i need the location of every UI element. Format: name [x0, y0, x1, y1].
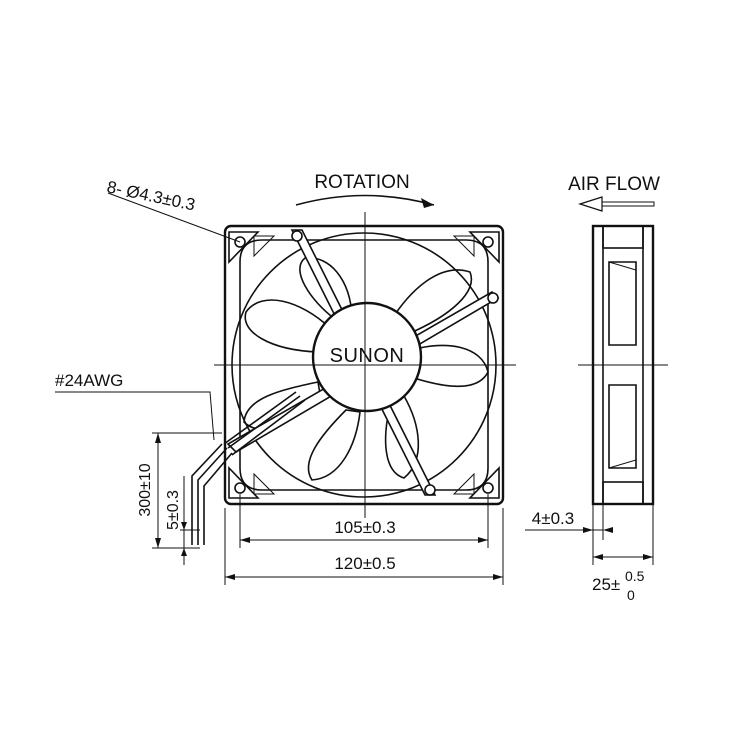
hole-pitch-label: 105±0.3 [334, 518, 395, 537]
hole-pitch-dimension: 105±0.3 [239, 494, 489, 548]
flange-thickness-dimension: 4±0.3 [525, 504, 613, 540]
flange-thickness-label: 4±0.3 [532, 509, 574, 528]
depth-tolerance-lower: 0 [627, 587, 635, 603]
wire-gauge-label: #24AWG [55, 371, 123, 390]
strip-length-label: 5±0.3 [165, 490, 182, 530]
fan-housing-inner [239, 239, 489, 491]
fan-side-view [578, 224, 668, 506]
depth-tolerance-upper: 0.5 [625, 568, 645, 584]
air-flow-label: AIR FLOW [568, 174, 660, 195]
mount-hole [234, 236, 246, 248]
center-lines [214, 212, 516, 518]
rotation-indicator: ROTATION [295, 172, 435, 208]
frame-width-label: 120±0.5 [334, 554, 395, 573]
rotation-label: ROTATION [314, 172, 409, 193]
corner-mounts [228, 231, 500, 499]
mount-hole [482, 236, 494, 248]
fan-hub [311, 301, 423, 413]
depth-dimension: 25± 0.5 0 [592, 504, 654, 603]
strip-length-dimension: 5±0.3 [165, 476, 200, 565]
mount-hole [234, 482, 246, 494]
brand-label: SUNON [330, 345, 405, 367]
mount-hole [482, 482, 494, 494]
lead-wires [191, 391, 306, 545]
lead-length-dimension: 300±10 [137, 432, 222, 549]
fan-front-view: SUNON [191, 212, 516, 545]
air-flow-indicator: AIR FLOW [568, 174, 660, 212]
lead-length-label: 300±10 [137, 463, 154, 516]
depth-label: 25± [592, 575, 620, 594]
frame-width-dimension: 120±0.5 [224, 508, 504, 585]
mount-hole-callout: 8- Ø4.3±0.3 [105, 177, 241, 243]
wire-gauge-callout: #24AWG [55, 371, 215, 441]
